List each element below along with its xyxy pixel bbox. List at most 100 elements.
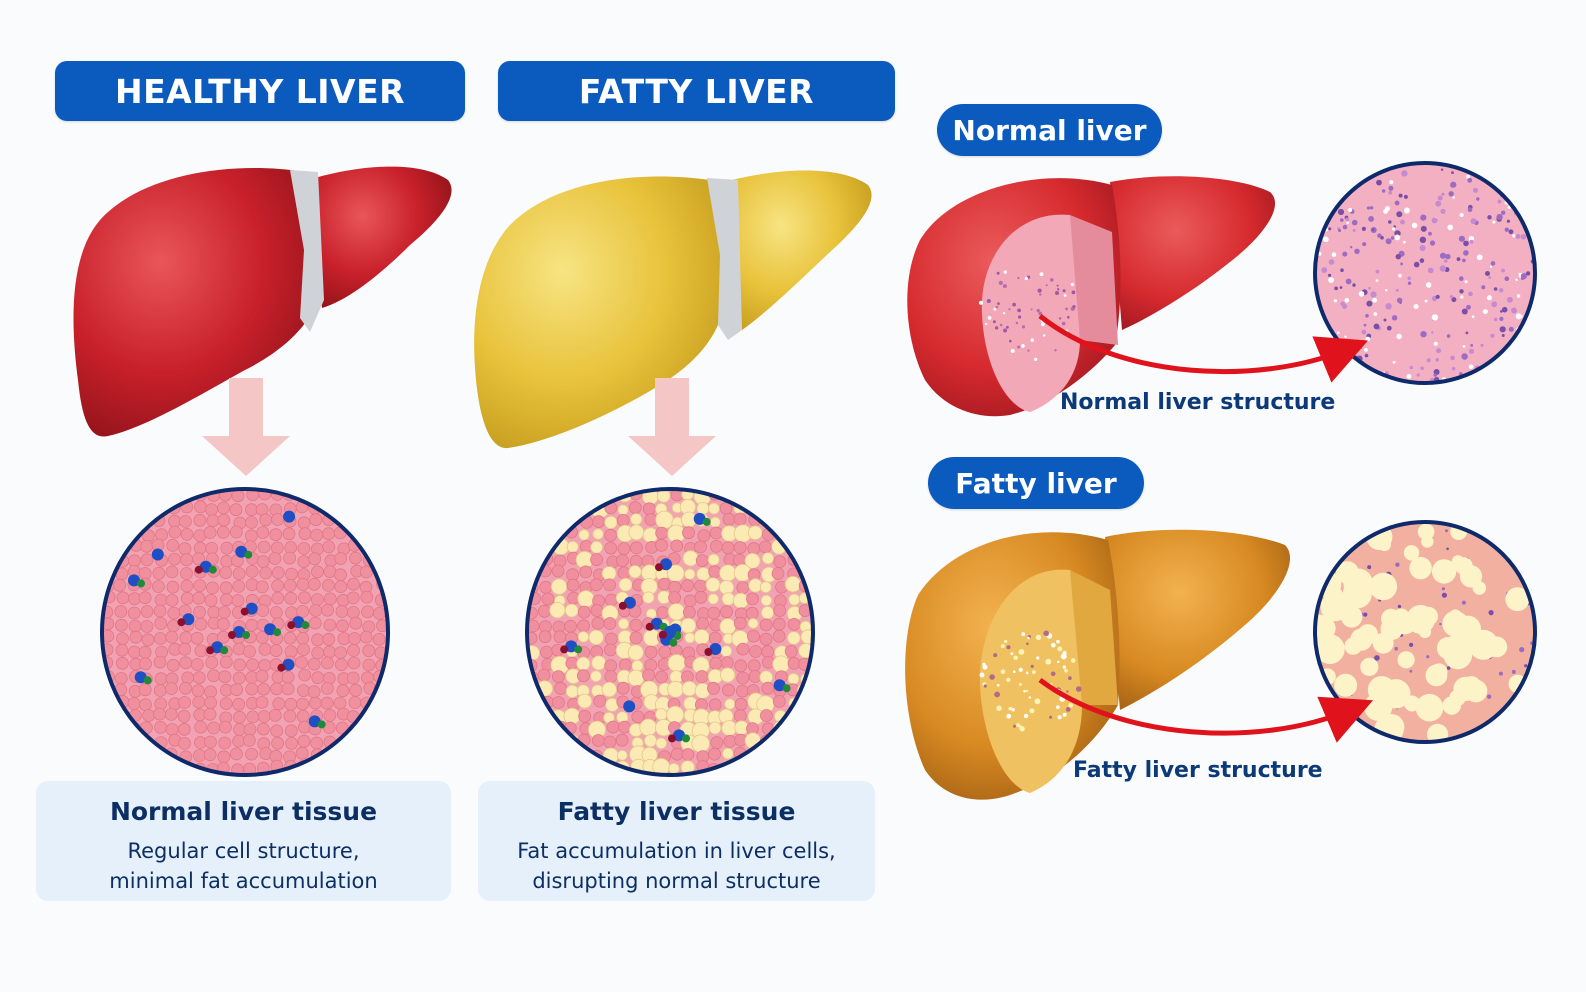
tissue-speck: [1034, 698, 1041, 705]
hepatocyte: [298, 720, 311, 734]
tissue-speck: [1340, 218, 1344, 222]
hepatocyte: [566, 578, 580, 592]
hepatocyte: [604, 541, 618, 555]
tissue-speck: [1056, 660, 1060, 664]
hepatocyte: [218, 720, 232, 734]
fat-droplet: [590, 540, 603, 554]
tissue-speck: [1062, 665, 1067, 669]
tissue-speck: [1461, 308, 1468, 315]
hepatocyte: [527, 750, 529, 764]
hepatocyte: [349, 748, 363, 761]
fat-droplet: [799, 551, 813, 569]
tissue-speck: [1489, 265, 1493, 268]
fat-droplet: [617, 504, 629, 516]
hepatocyte: [799, 720, 813, 734]
hepatocyte: [747, 659, 761, 672]
tissue-speck: [1458, 235, 1465, 242]
hepatocyte: [309, 475, 321, 487]
hepatocyte: [154, 672, 168, 686]
hepatocyte: [629, 618, 643, 632]
tissue-speck: [1368, 286, 1371, 290]
hepatocyte: [320, 696, 334, 710]
tissue-speck: [1462, 345, 1466, 348]
tissue-speck: [1351, 219, 1358, 226]
tissue-speck: [1409, 669, 1413, 673]
tissue-speck: [1354, 248, 1360, 254]
hepatocyte: [733, 512, 747, 526]
hepatocyte: [553, 630, 567, 644]
hepatocyte: [114, 672, 128, 685]
hepatocyte: [591, 616, 605, 630]
fat-droplet: [720, 645, 733, 657]
tissue-speck: [1006, 645, 1011, 650]
hepatocyte: [194, 617, 208, 631]
hepatocyte: [359, 565, 373, 579]
fatty-liver-structure-caption: Fatty liver structure: [1073, 758, 1323, 783]
hepatocyte: [256, 722, 270, 736]
fat-droplet: [785, 762, 800, 775]
hepatocyte: [390, 566, 402, 578]
hepatocyte: [736, 581, 750, 594]
fat-droplet: [566, 540, 579, 553]
hepatocyte: [773, 604, 787, 617]
tissue-speck: [1431, 217, 1438, 224]
fat-droplet: [786, 631, 801, 645]
hepatocyte: [193, 605, 206, 619]
hepatocyte: [126, 489, 140, 490]
normal-liver-label: Normal liver: [937, 104, 1162, 156]
nucleus: [283, 510, 296, 523]
tissue-speck: [1459, 213, 1464, 217]
tissue-speck: [1511, 307, 1517, 314]
normal-liver-red-arrow: [1038, 314, 1369, 383]
fat-droplet: [628, 565, 642, 579]
nucleus: [151, 548, 164, 561]
tissue-speck: [1393, 225, 1396, 228]
hepatocyte: [349, 489, 363, 490]
hepatocyte: [349, 616, 363, 630]
tissue-speck: [1424, 299, 1428, 303]
tissue-speck: [1448, 191, 1454, 197]
hepatocyte: [165, 762, 179, 775]
tissue-speck: [1368, 216, 1374, 222]
hepatocyte: [644, 645, 658, 659]
hepatocyte: [140, 620, 154, 633]
hepatocyte: [593, 474, 605, 486]
hepatocyte: [168, 525, 182, 539]
hepatocyte: [102, 526, 114, 540]
fat-droplet: [515, 698, 525, 708]
hepatocyte: [112, 736, 126, 749]
fat-droplet: [760, 606, 775, 620]
hepatocyte: [138, 683, 152, 697]
hepatocyte: [527, 760, 540, 774]
tissue-speck: [1023, 713, 1029, 719]
hepatocyte: [190, 631, 204, 645]
fat-droplet: [708, 502, 720, 515]
tissue-speck: [1396, 297, 1403, 303]
healthy-tissue-title: Normal liver tissue: [109, 797, 378, 826]
hepatocyte: [603, 617, 617, 630]
tissue-speck: [1449, 295, 1454, 299]
hepatocyte: [551, 761, 565, 775]
tissue-speck: [1446, 666, 1451, 670]
hepatocyte: [373, 721, 386, 735]
hepatocyte: [541, 592, 555, 606]
tissue-speck: [1389, 180, 1394, 185]
hepatocyte: [322, 540, 336, 554]
hepatocyte: [785, 489, 799, 503]
hepatocyte: [554, 681, 567, 695]
hepatocyte: [773, 555, 787, 568]
tissue-speck: [1372, 632, 1394, 654]
hepatocyte: [219, 581, 233, 595]
tissue-speck: [1030, 308, 1033, 311]
hepatocyte: [812, 499, 813, 513]
hepatocyte: [336, 502, 350, 516]
hepatocyte: [194, 474, 206, 486]
hepatocyte: [193, 541, 207, 555]
hepatocyte: [785, 501, 799, 515]
hepatocyte: [323, 475, 335, 487]
fat-droplet: [627, 669, 645, 687]
hepatocyte: [386, 490, 388, 504]
fat-droplet: [527, 528, 528, 543]
tissue-speck: [1403, 194, 1408, 199]
tissue-speck: [1397, 651, 1415, 669]
